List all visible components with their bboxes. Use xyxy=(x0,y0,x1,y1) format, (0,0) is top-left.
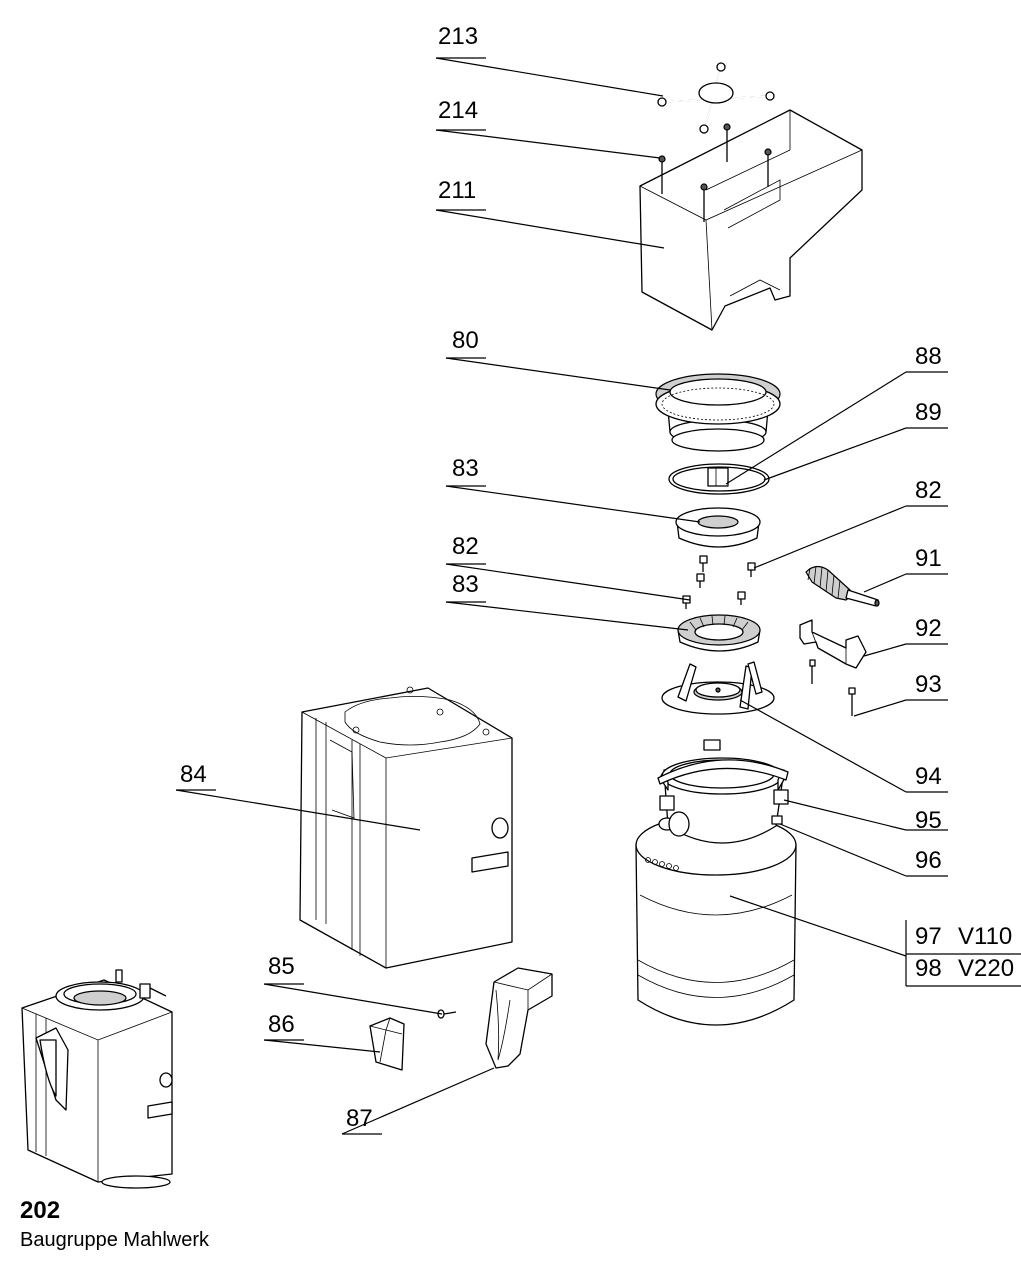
leader-82b xyxy=(445,563,691,601)
part-80-adjusting-ring xyxy=(655,373,781,452)
part-88-key xyxy=(707,467,729,487)
leader-87 xyxy=(341,1067,495,1135)
callout-98-voltage: V220 xyxy=(958,955,1014,982)
part-82-screws xyxy=(682,555,756,609)
part-83-upper-grinder xyxy=(675,507,761,548)
leader-94 xyxy=(739,699,907,793)
leader-82a xyxy=(753,505,907,569)
callout-93: 93 xyxy=(915,671,942,698)
leader-96 xyxy=(779,823,907,877)
part-86-cover xyxy=(369,1017,405,1071)
leader-lines xyxy=(175,57,907,1135)
part-92-bracket xyxy=(799,619,867,669)
caption: 202 Baugruppe Mahlwerk xyxy=(20,1197,210,1251)
leader-89 xyxy=(763,427,907,481)
leader-85 xyxy=(263,983,443,1015)
leader-83a xyxy=(445,485,701,523)
callout-labels: 213 214 211 80 88 89 83 82 82 91 83 92 9… xyxy=(176,23,1021,1135)
assembly-title: Baugruppe Mahlwerk xyxy=(20,1229,210,1251)
part-94-burr-holder xyxy=(661,661,775,715)
leader-97 xyxy=(729,895,907,957)
callout-83-upper: 83 xyxy=(452,455,479,482)
assembly-number: 202 xyxy=(20,1197,60,1224)
part-91-worm-shaft xyxy=(805,565,880,607)
callout-213: 213 xyxy=(438,23,478,50)
callout-86: 86 xyxy=(268,1011,295,1038)
part-83-lower-burr xyxy=(677,614,761,652)
callout-82-right: 82 xyxy=(915,477,942,504)
leader-88 xyxy=(725,371,907,485)
leader-83b xyxy=(445,601,689,631)
callout-91: 91 xyxy=(915,545,942,572)
callout-84: 84 xyxy=(180,761,207,788)
part-93-screws xyxy=(809,659,856,716)
callout-96: 96 xyxy=(915,847,942,874)
part-97-motor xyxy=(635,739,797,1026)
callout-92: 92 xyxy=(915,615,942,642)
callout-80: 80 xyxy=(452,327,479,354)
leader-213 xyxy=(435,57,664,97)
callout-98: 98 xyxy=(915,955,942,982)
callout-94: 94 xyxy=(915,763,942,790)
leader-91 xyxy=(863,573,907,593)
callout-87: 87 xyxy=(346,1105,373,1132)
assembly-202-thumbnail xyxy=(21,969,173,1189)
leader-214 xyxy=(435,129,661,159)
part-213-spider xyxy=(657,62,775,134)
part-211-hopper xyxy=(639,109,863,331)
leader-93 xyxy=(853,699,907,717)
callout-85: 85 xyxy=(268,953,295,980)
callout-214: 214 xyxy=(438,97,478,124)
callout-89: 89 xyxy=(915,399,942,426)
callout-97-voltage: V110 xyxy=(958,923,1012,950)
leader-84 xyxy=(175,789,421,831)
callout-97: 97 xyxy=(915,923,942,950)
leader-92 xyxy=(863,643,907,657)
leader-80 xyxy=(445,357,671,391)
callout-211: 211 xyxy=(438,177,476,204)
leader-86 xyxy=(263,1039,381,1053)
part-87-spout xyxy=(485,967,553,1069)
leader-211 xyxy=(435,209,665,249)
callout-83-lower: 83 xyxy=(452,571,479,598)
leader-95 xyxy=(783,799,907,831)
callout-88: 88 xyxy=(915,343,942,370)
callout-82-left: 82 xyxy=(452,533,479,560)
